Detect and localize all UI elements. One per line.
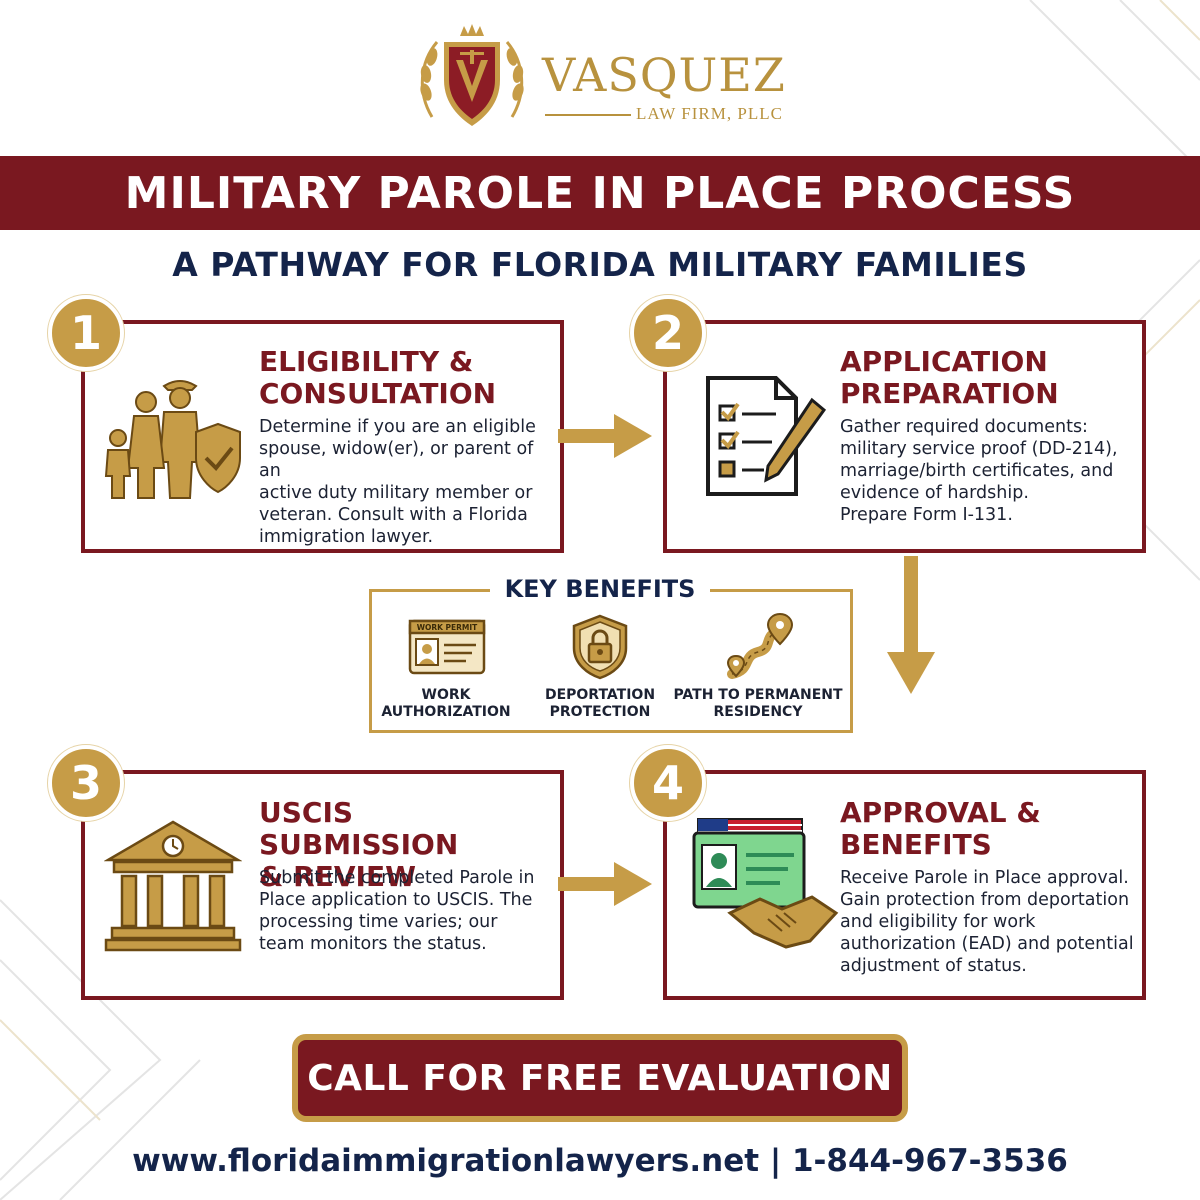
lock-shield-icon <box>572 614 628 680</box>
step-2-line: Prepare Form I-131. <box>840 505 1013 525</box>
crest-icon <box>420 24 524 126</box>
id-card-handshake-icon <box>692 818 839 949</box>
step-title-3: USCIS SUBMISSION & REVIEW <box>259 797 559 893</box>
page-subtitle: A PATHWAY FOR FLORIDA MILITARY FAMILIES <box>172 245 1028 284</box>
benefit-permanent-residency: PATH TO PERMANENT RESIDENCY <box>670 687 846 721</box>
call-for-evaluation-button[interactable]: CALL FOR FREE EVALUATION <box>292 1034 908 1122</box>
step-2-line: military service proof (DD-214), <box>840 439 1118 459</box>
step-title-2: APPLICATION PREPARATION <box>840 346 1140 410</box>
benefit-label-line: RESIDENCY <box>713 704 803 720</box>
key-benefits-title: KEY BENEFITS <box>490 575 710 603</box>
page-title: MILITARY PAROLE IN PLACE PROCESS <box>124 167 1076 219</box>
step-1-line: Determine if you are an eligible <box>259 417 536 437</box>
step-description-3: Submit the completed Parole in Place app… <box>259 867 559 955</box>
step-2-line: Gather required documents: <box>840 417 1088 437</box>
step-4-line: Receive Parole in Place approval. <box>840 868 1129 888</box>
step-1-line: spouse, widow(er), or parent of an <box>259 439 534 481</box>
benefit-work-authorization: WORK AUTHORIZATION <box>376 687 516 721</box>
contact-info[interactable]: www.floridaimmigrationlawyers.net | 1-84… <box>132 1143 1068 1179</box>
step-number-4: 4 <box>630 745 706 821</box>
step-3-line: Place application to USCIS. The <box>259 890 533 910</box>
step-3-line: team monitors the status. <box>259 934 487 954</box>
step-2-line: marriage/birth certificates, and <box>840 461 1114 481</box>
step-1-line: immigration lawyer. <box>259 527 434 547</box>
step-title-3-line1: USCIS SUBMISSION <box>259 796 459 861</box>
benefit-label-line: WORK <box>421 687 471 703</box>
step-description-2: Gather required documents: military serv… <box>840 416 1140 526</box>
cta-label: CALL FOR FREE EVALUATION <box>307 1057 893 1099</box>
step-4-line: and eligibility for work <box>840 912 1036 932</box>
step-description-4: Receive Parole in Place approval. Gain p… <box>840 867 1140 977</box>
step-title-3-line2: & REVIEW <box>259 860 416 893</box>
step-number-2: 2 <box>630 295 706 371</box>
arrow-right-icon <box>558 414 652 458</box>
step-title-4-line1: APPROVAL & <box>840 796 1041 829</box>
arrow-down-icon <box>887 556 935 694</box>
step-title-1-line1: ELIGIBILITY & <box>259 345 474 378</box>
brand-name: VASQUEZ <box>542 48 786 102</box>
step-3-line: Submit the completed Parole in <box>259 868 535 888</box>
brand-divider <box>545 114 631 116</box>
benefit-label-line: AUTHORIZATION <box>381 704 511 720</box>
work-permit-card-text: WORK PERMIT <box>417 623 478 632</box>
step-title-2-line2: PREPARATION <box>840 377 1059 410</box>
brand-logo: VASQUEZ LAW FIRM, PLLC <box>412 22 812 142</box>
step-4-line: authorization (EAD) and potential <box>840 934 1134 954</box>
path-map-pin-icon <box>726 612 794 679</box>
benefit-label-line: DEPORTATION <box>544 687 656 703</box>
step-title-4-line2: BENEFITS <box>840 828 992 861</box>
step-title-2-line1: APPLICATION <box>840 345 1048 378</box>
step-description-1: Determine if you are an eligible spouse,… <box>259 416 559 548</box>
benefit-label-line: PROTECTION <box>549 704 651 720</box>
work-permit-icon: WORK PERMIT <box>408 619 486 675</box>
step-3-line: processing time varies; our <box>259 912 498 932</box>
arrow-right-icon <box>558 862 652 906</box>
step-2-line: evidence of hardship. <box>840 483 1029 503</box>
title-banner: MILITARY PAROLE IN PLACE PROCESS <box>0 156 1200 230</box>
benefit-label-line: PATH TO PERMANENT <box>673 687 843 703</box>
step-1-line: veteran. Consult with a Florida <box>259 505 528 525</box>
step-number-1: 1 <box>48 295 124 371</box>
step-4-line: Gain protection from deportation <box>840 890 1130 910</box>
step-1-line: active duty military member or <box>259 483 533 503</box>
step-4-line: adjustment of status. <box>840 956 1027 976</box>
step-title-1-line2: CONSULTATION <box>259 377 497 410</box>
step-number-3: 3 <box>48 745 124 821</box>
checklist-pen-icon <box>706 376 827 496</box>
family-shield-icon <box>104 380 241 499</box>
step-title-4: APPROVAL & BENEFITS <box>840 797 1140 861</box>
step-title-1: ELIGIBILITY & CONSULTATION <box>259 346 559 410</box>
benefit-deportation-protection: DEPORTATION PROTECTION <box>530 687 670 721</box>
government-building-icon <box>104 820 242 952</box>
brand-subtitle: LAW FIRM, PLLC <box>636 104 783 123</box>
